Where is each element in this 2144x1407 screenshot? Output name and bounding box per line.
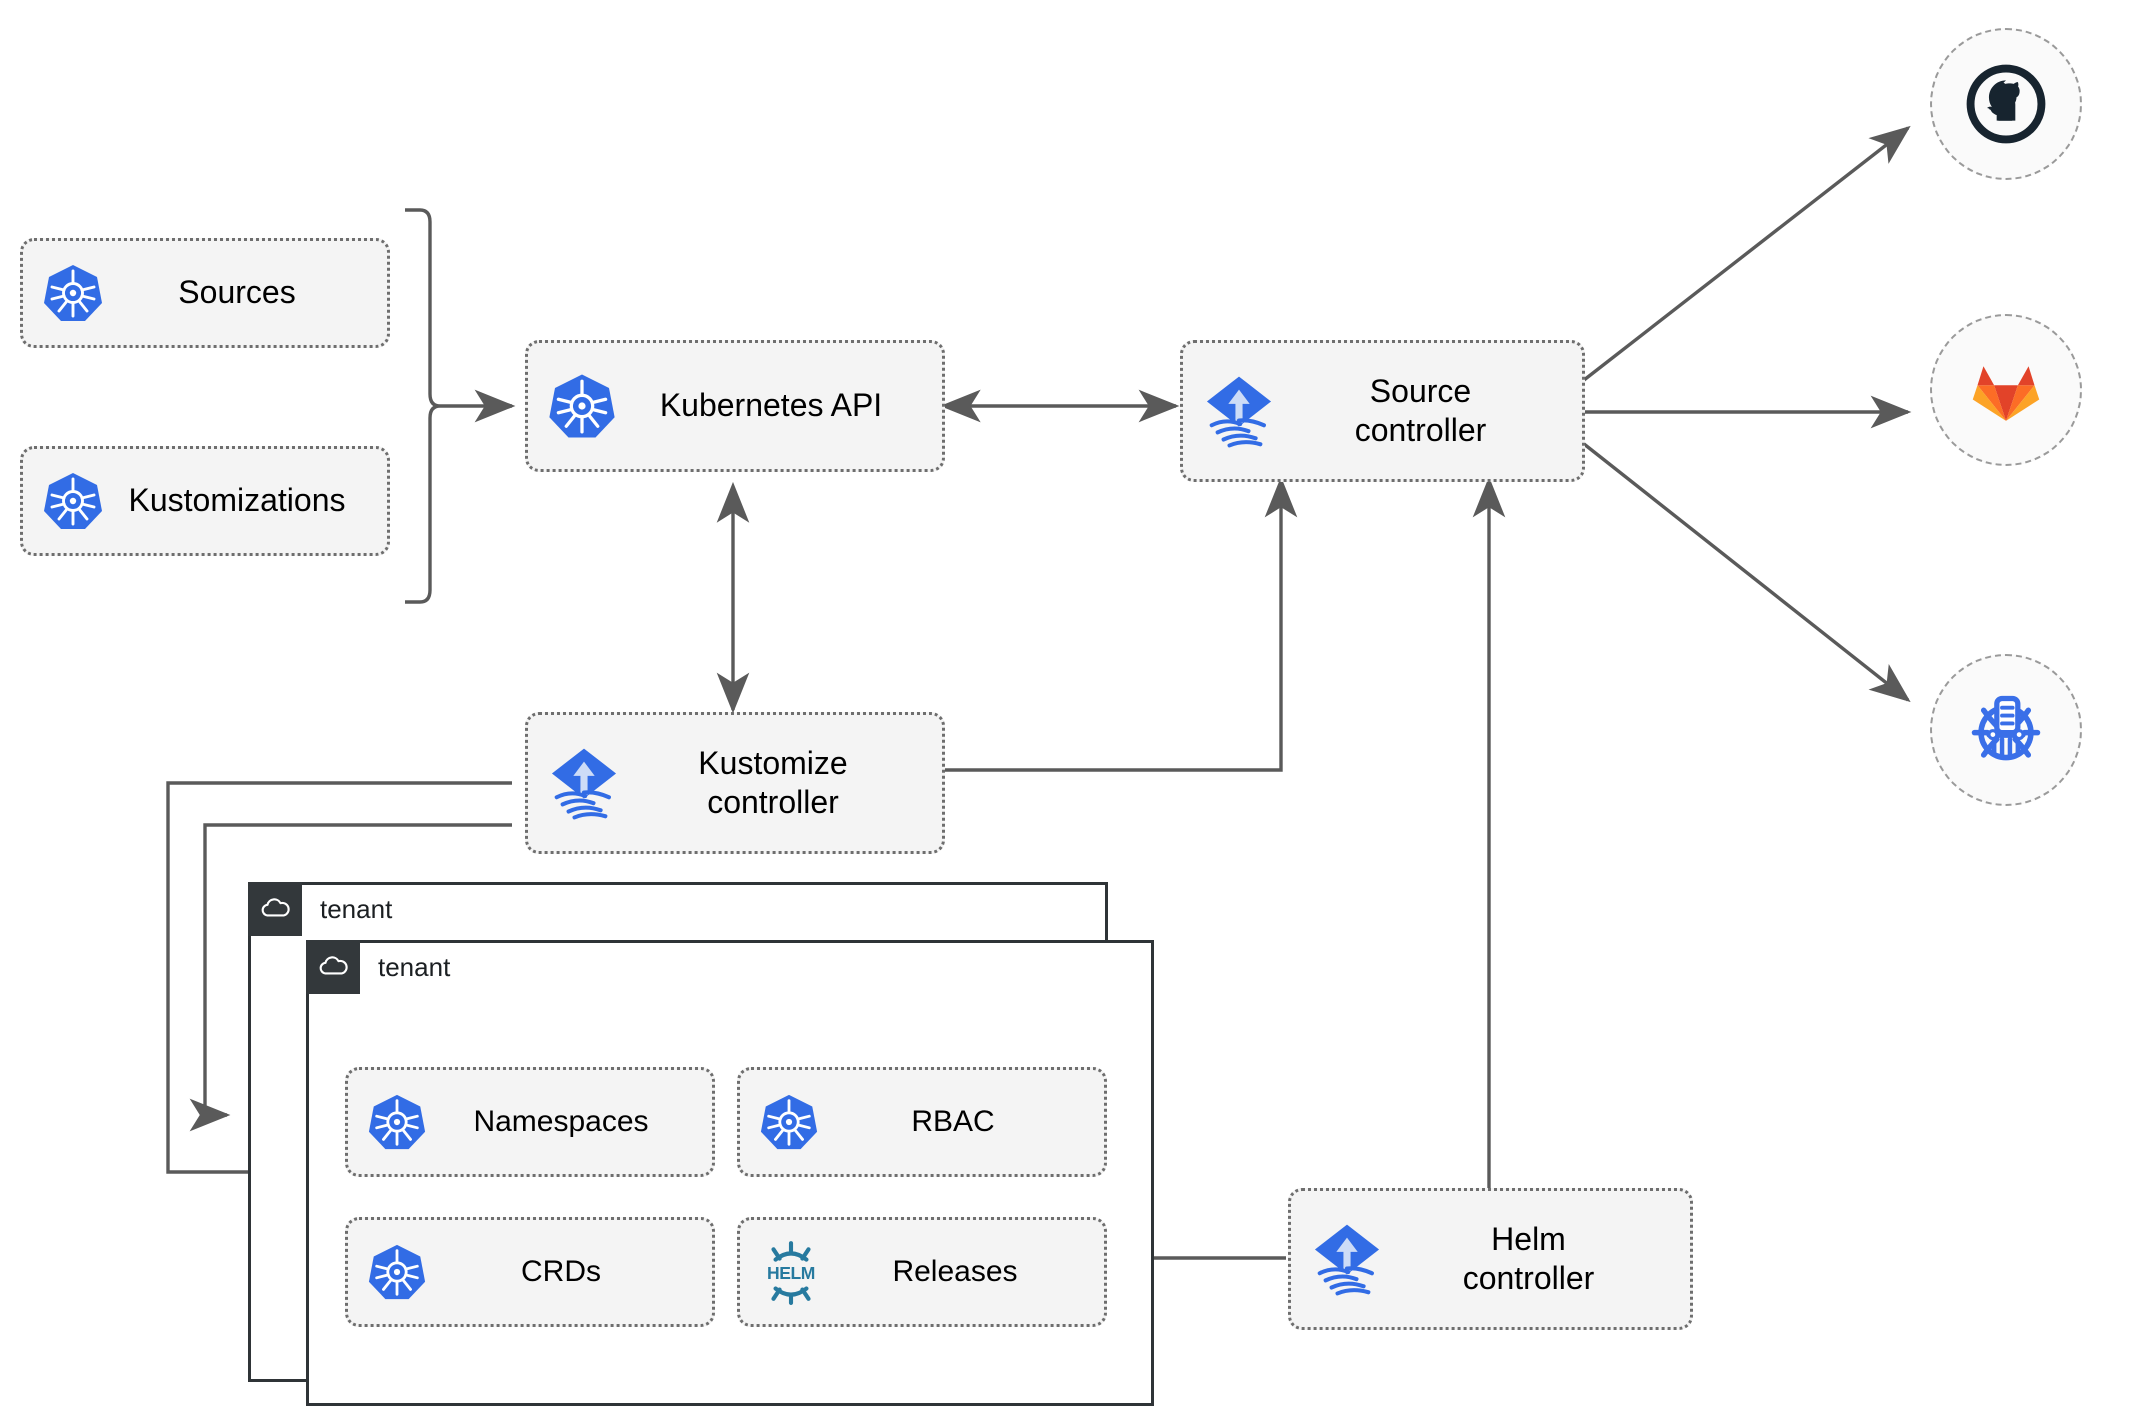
kubernetes-icon: [366, 1241, 428, 1303]
node-source-controller[interactable]: Source controller: [1180, 340, 1585, 482]
node-kustomize-controller[interactable]: Kustomize controller: [525, 712, 945, 854]
node-label: Kubernetes API: [659, 387, 883, 424]
svg-text:HELM: HELM: [767, 1263, 815, 1283]
cloud-icon: [248, 882, 302, 936]
tenant-label: tenant: [378, 951, 451, 982]
node-releases[interactable]: HELM Releases: [737, 1217, 1107, 1327]
flux-icon: [1309, 1221, 1385, 1297]
node-kubernetes-api[interactable]: Kubernetes API: [525, 340, 945, 472]
node-label: Sources: [178, 274, 296, 311]
flux-icon: [546, 745, 622, 821]
endpoint-helm-repository[interactable]: [1930, 654, 2082, 806]
node-namespaces[interactable]: Namespaces: [345, 1067, 715, 1177]
helm-repository-icon: [1971, 695, 2041, 761]
kubernetes-icon: [41, 261, 105, 325]
cloud-icon: [306, 940, 360, 994]
kubernetes-icon: [366, 1091, 428, 1153]
tenant-header: tenant: [248, 882, 392, 936]
helm-icon: HELM: [758, 1239, 824, 1305]
kubernetes-icon: [758, 1091, 820, 1153]
gitlab-icon: [1972, 366, 2040, 421]
kubernetes-icon: [41, 469, 105, 533]
node-label: CRDs: [521, 1254, 601, 1288]
node-rbac[interactable]: RBAC: [737, 1067, 1107, 1177]
tenant-header: tenant: [306, 940, 450, 994]
node-sources[interactable]: Sources: [20, 238, 390, 348]
node-label: Helm controller: [1462, 1220, 1595, 1296]
endpoint-github[interactable]: [1930, 28, 2082, 180]
node-label: Source controller: [1354, 372, 1487, 448]
github-icon: [1966, 64, 2046, 144]
node-label: Kustomizations: [128, 482, 346, 519]
node-crds[interactable]: CRDs: [345, 1217, 715, 1327]
node-kustomizations[interactable]: Kustomizations: [20, 446, 390, 556]
tenant-label: tenant: [320, 893, 393, 924]
node-helm-controller[interactable]: Helm controller: [1288, 1188, 1693, 1330]
node-label: Namespaces: [473, 1104, 649, 1138]
tenant-frame-front[interactable]: tenant Namespaces: [306, 940, 1154, 1406]
node-label: Releases: [892, 1254, 1018, 1288]
node-label: Kustomize controller: [698, 744, 848, 820]
kubernetes-icon: [546, 370, 618, 442]
node-label: RBAC: [911, 1104, 995, 1138]
flux-icon: [1201, 373, 1277, 449]
endpoint-gitlab[interactable]: [1930, 314, 2082, 466]
